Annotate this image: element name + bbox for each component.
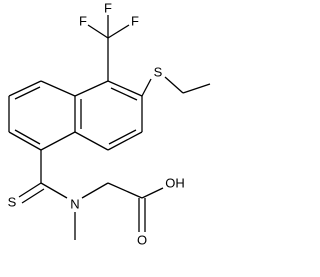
naphthalene-left-ring-bonds [8, 80, 76, 151]
naphthalene-fusion-bond [74, 96, 82, 132]
amine-substituent-bonds [74, 182, 143, 240]
fluorine-atom-left: F [79, 14, 87, 29]
sulfur-atom-thioamide: S [8, 195, 17, 210]
nitrogen-atom: N [70, 197, 79, 212]
fluorine-atom-top: F [104, 1, 112, 16]
trifluoromethyl-bonds [87, 15, 130, 81]
molecule-structure: F F F S S N OH O [8, 1, 211, 248]
carbonyl-oxygen-atom: O [137, 233, 147, 248]
carboxyl-bonds [138, 187, 164, 232]
naphthalene-right-ring-bonds [74, 80, 143, 151]
thioamide-bonds [18, 150, 68, 204]
sulfur-atom-methylthio: S [154, 65, 163, 80]
methylthio-bonds [141, 76, 211, 97]
hydroxyl-group-label: OH [165, 176, 185, 191]
fluorine-atom-right: F [131, 14, 139, 29]
